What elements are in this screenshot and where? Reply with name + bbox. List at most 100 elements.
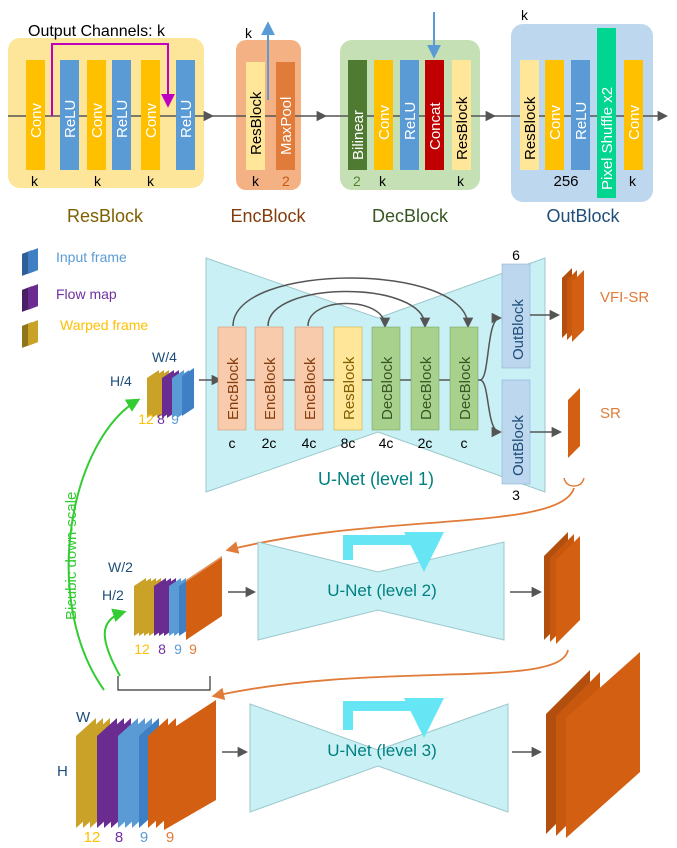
level3-output-stack [546, 652, 640, 838]
level3-width-label: W [76, 709, 91, 726]
level2-input-stack: W/2 H/2 12 8 9 9 [102, 556, 222, 657]
outblock-panel: k ResBlock Conv ReLU Pixel Shuffle x2 Co… [494, 7, 669, 226]
outblock-layer-relu [571, 60, 590, 170]
vfi-sr-output-stack: VFI-SR [562, 268, 649, 342]
level1-count: 9 [171, 411, 179, 427]
level3-count: 9 [166, 829, 174, 846]
outblock-layer-conv-1 [545, 60, 564, 170]
resblock-layer-label: ReLU [62, 100, 79, 138]
resblock-layer-relu-3 [176, 60, 195, 170]
outblock-layer-label: Conv [547, 104, 564, 140]
decblock-layer-conv [374, 60, 393, 170]
encblock-layer-maxpool [276, 62, 295, 170]
unet1-encblock-2 [254, 326, 284, 431]
decblock-layer-label: Bilinear [350, 110, 367, 160]
vfi-sr-label: VFI-SR [600, 289, 649, 306]
unet1-outblock-upper [501, 263, 531, 369]
unet1-outblock-lower [501, 379, 531, 485]
downscale-label: Bicubic down-scale [63, 492, 80, 620]
outblock-number: 6 [512, 247, 520, 263]
downscale-arrow-to-level2 [103, 608, 127, 677]
outblock-bottom-label: 256 [553, 173, 578, 190]
encblock-layer-label: ResBlock [248, 91, 265, 155]
legend-label: Input frame [56, 249, 127, 265]
unet1-channel-label: c [229, 435, 236, 451]
level1-height-label: H/4 [110, 373, 132, 389]
resblock-layer-label: ReLU [178, 100, 195, 138]
decblock-title: DecBlock [372, 206, 449, 226]
unet1-decblock-3 [449, 326, 479, 431]
legend-item-flow-map: Flow map [22, 284, 117, 312]
resblock-title: ResBlock [67, 206, 144, 226]
decblock-panel: Bilinear Conv ReLU Concat ResBlock 2 k k… [325, 12, 497, 226]
legend: Input frame Flow map Warped frame [22, 248, 148, 348]
resblock-layer-relu-2 [112, 60, 131, 170]
level2-count: 12 [134, 641, 150, 657]
decblock-layer-label: ResBlock [454, 96, 471, 160]
unet1-decblock-1 [371, 326, 401, 431]
legend-item-input-frame: Input frame [22, 248, 127, 276]
resblock-layer-label: Conv [28, 102, 45, 138]
decblock-layer-resblock [452, 60, 471, 170]
resblock-layer-label: Conv [89, 102, 106, 138]
unet1-title: U-Net (level 1) [318, 469, 434, 489]
unet1-block-label: EncBlock [262, 357, 279, 420]
outblock-layer-label: ResBlock [522, 96, 539, 160]
unet-level-2: U-Net (level 2) [228, 532, 543, 641]
unet1-channel-label: 4c [302, 435, 317, 451]
resblock-bottom-label: k [94, 173, 102, 189]
level1-input-stack: W/4 H/4 12 8 9 [110, 349, 194, 427]
resblock-layer-label: Conv [143, 102, 160, 138]
resblock-layer-relu-1 [60, 60, 79, 170]
output-brace [563, 477, 585, 487]
outblock-top-label: k [521, 7, 529, 23]
encblock-top-label: k [245, 25, 253, 41]
unet1-outblock-label: OutBlock [510, 299, 527, 360]
outblock-layer-label: Conv [626, 104, 643, 140]
outblock-layer-label: ReLU [573, 102, 590, 140]
upsample-arrow-1 [225, 487, 575, 554]
unet2-title: U-Net (level 2) [327, 581, 437, 600]
decblock-layer-bilinear [348, 60, 367, 170]
level1-count: 8 [157, 411, 165, 427]
unet1-decblock-2 [410, 326, 440, 431]
encblock-layer-resblock [246, 62, 265, 170]
resblock-panel: Output Channels: k Conv ReLU Conv ReLU C… [8, 23, 215, 226]
downscale-arrow-to-level1 [67, 398, 141, 691]
unet1-block-label: EncBlock [225, 357, 242, 420]
skip-arc [307, 302, 391, 329]
outblock-bottom-label: k [629, 173, 637, 189]
unet1-block-label: DecBlock [418, 356, 435, 420]
level3-count: 12 [84, 829, 101, 846]
decblock-layer-concat [425, 60, 444, 170]
level1-count: 12 [138, 411, 154, 427]
resblock-layer-conv-3 [141, 60, 160, 170]
decblock-bottom-label: k [379, 173, 387, 189]
unet-level-1: EncBlock EncBlock EncBlock ResBlock DecB… [199, 247, 563, 503]
decblock-layer-label: Concat [427, 102, 444, 150]
resblock-layer-conv-2 [87, 60, 106, 170]
level3-count: 8 [115, 829, 123, 846]
legend-item-warped-frame: Warped frame [22, 317, 148, 348]
unet1-encblock-3 [294, 326, 324, 431]
downscale-bracket [117, 676, 211, 691]
unet1-outblock-label: OutBlock [510, 415, 527, 476]
unet-level-3: U-Net (level 3) [222, 698, 543, 813]
level2-output-stack [544, 532, 580, 644]
encblock-layer-label: MaxPool [278, 97, 295, 155]
encblock-bottom-label: 2 [282, 173, 290, 189]
skip-arc [267, 290, 431, 329]
branch-arrow-lower [479, 379, 503, 438]
level3-input-stack: W H 12 8 9 9 [57, 700, 216, 846]
resblock-bottom-label: k [147, 173, 155, 189]
outblock-layer-resblock [520, 60, 539, 170]
encblock-panel: k ResBlock MaxPool k 2 EncBlock [212, 21, 328, 226]
level2-count: 9 [189, 641, 197, 657]
level1-width-label: W/4 [152, 349, 177, 365]
unet1-channel-label: 2c [262, 435, 277, 451]
unet1-channel-label: 8c [341, 435, 356, 451]
decblock-layer-label: ReLU [402, 102, 419, 140]
unet1-encblock-1 [217, 326, 247, 431]
outblock-layer-pixel-shuffle [597, 28, 616, 198]
